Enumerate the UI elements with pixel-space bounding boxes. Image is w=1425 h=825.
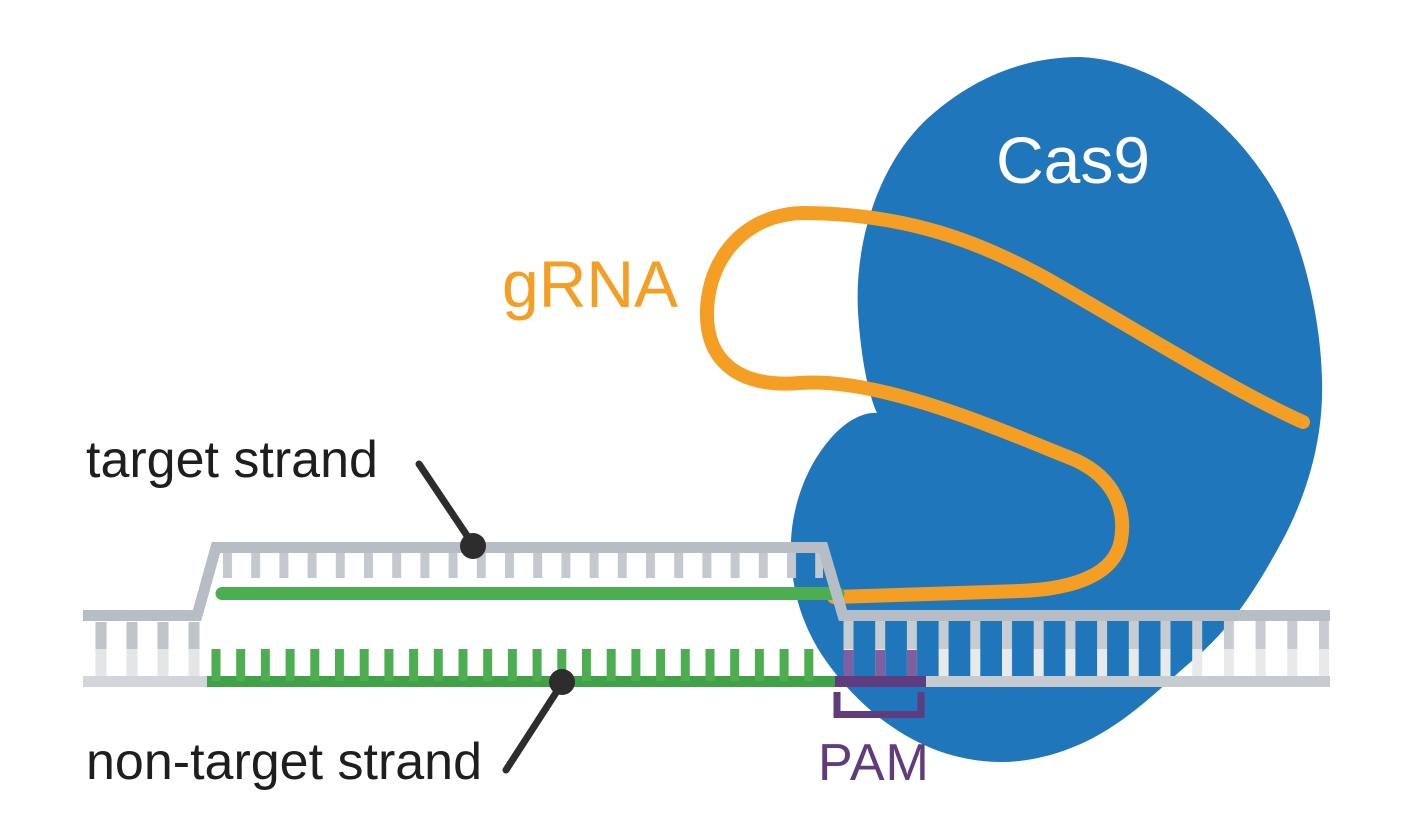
dna-rungs-left-duplex — [95, 622, 200, 676]
bottom-rail-green-segment — [207, 676, 835, 687]
pam-bracket — [833, 692, 925, 718]
grna-label: gRNA — [502, 247, 678, 321]
target-strand-pointer-dot — [460, 533, 486, 559]
dna-top-strand — [83, 542, 1330, 621]
dna-rungs-target-hanging — [222, 552, 823, 578]
grna-strand — [699, 205, 1310, 604]
target-strand-pointer-line — [415, 460, 476, 547]
pam-rungs — [843, 650, 917, 676]
dna-rungs-right-duplex — [843, 621, 1330, 676]
non-target-strand-pointer-line — [502, 681, 565, 774]
non-target-strand-pointer-dot — [549, 669, 575, 695]
non-target-strand-label: non-target strand — [86, 733, 482, 791]
bottom-rail-gray-left-segment — [83, 676, 207, 687]
pam-label: PAM — [818, 734, 930, 792]
dna-rungs-non-target-green — [211, 649, 816, 681]
pointer-lines — [415, 460, 565, 774]
target-strand-label: target strand — [86, 431, 378, 489]
dna-bottom-strand — [83, 676, 1330, 687]
bottom-rail-pam-segment — [835, 676, 926, 687]
cas9-label: Cas9 — [996, 123, 1150, 197]
bottom-rail-gray-right-segment — [926, 676, 1330, 687]
